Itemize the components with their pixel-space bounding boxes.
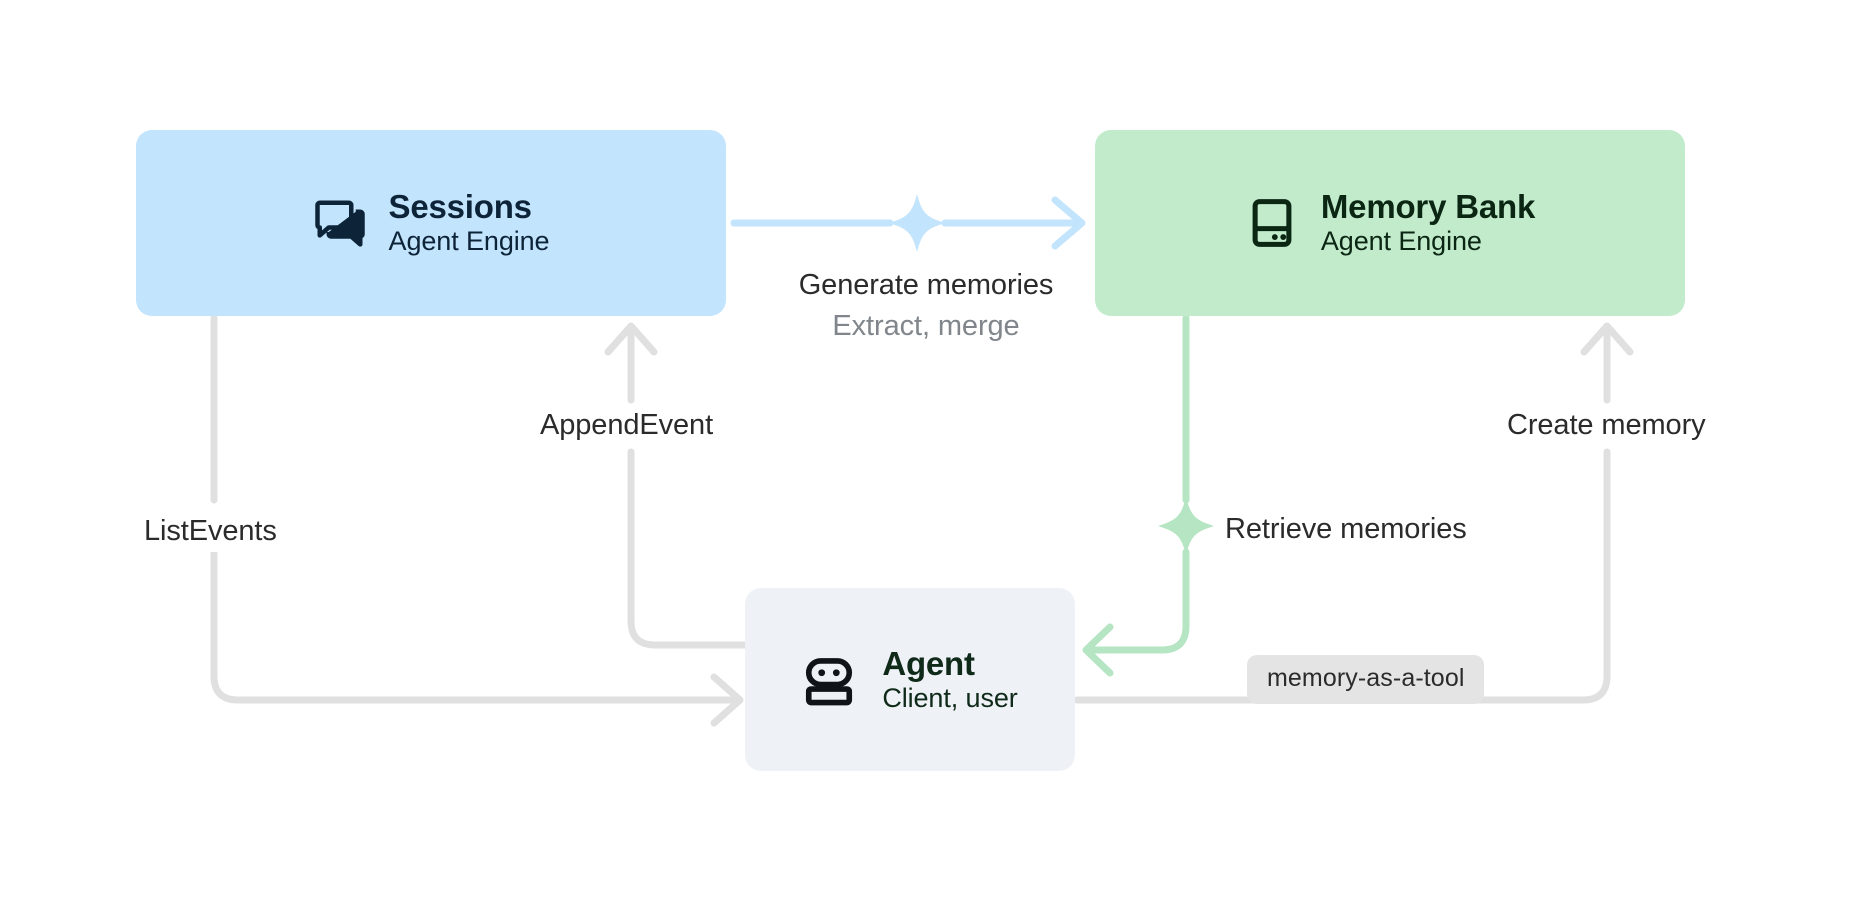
node-agent-title: Agent xyxy=(882,644,975,682)
sparkle-icon-retrieve xyxy=(1158,497,1214,555)
robot-icon xyxy=(806,657,853,705)
edge-create-memory xyxy=(1073,322,1634,704)
node-sessions-subtitle: Agent Engine xyxy=(388,226,550,257)
sparkle-icon-generate xyxy=(889,194,945,252)
edge-label-create-memory: Create memory xyxy=(1495,404,1718,447)
node-agent[interactable]: Agent Client, user xyxy=(745,588,1075,771)
edge-label-retrieve-memories: Retrieve memories xyxy=(1215,508,1477,551)
edge-list-events xyxy=(210,314,744,727)
edge-label-list-events: ListEvents xyxy=(132,510,289,553)
forum-icon xyxy=(314,200,365,247)
edge-retrieve-memories xyxy=(1082,314,1190,677)
edge-label-append-event: AppendEvent xyxy=(530,404,724,447)
edge-label-generate-memories: Generate memories xyxy=(766,266,1086,305)
database-icon xyxy=(1252,199,1292,247)
node-memory-bank[interactable]: Memory Bank Agent Engine xyxy=(1095,130,1685,316)
edge-generate-memories xyxy=(730,196,1086,250)
badge-memory-as-a-tool: memory-as-a-tool xyxy=(1247,655,1485,704)
node-sessions[interactable]: Sessions Agent Engine xyxy=(136,130,726,316)
node-memory-bank-subtitle: Agent Engine xyxy=(1320,226,1482,257)
node-sessions-title: Sessions xyxy=(388,188,533,226)
node-memory-bank-title: Memory Bank xyxy=(1320,188,1536,226)
edge-append-event xyxy=(604,322,749,649)
edge-sublabel-generate-memories: Extract, merge xyxy=(766,307,1086,346)
node-agent-subtitle: Client, user xyxy=(882,682,1018,713)
